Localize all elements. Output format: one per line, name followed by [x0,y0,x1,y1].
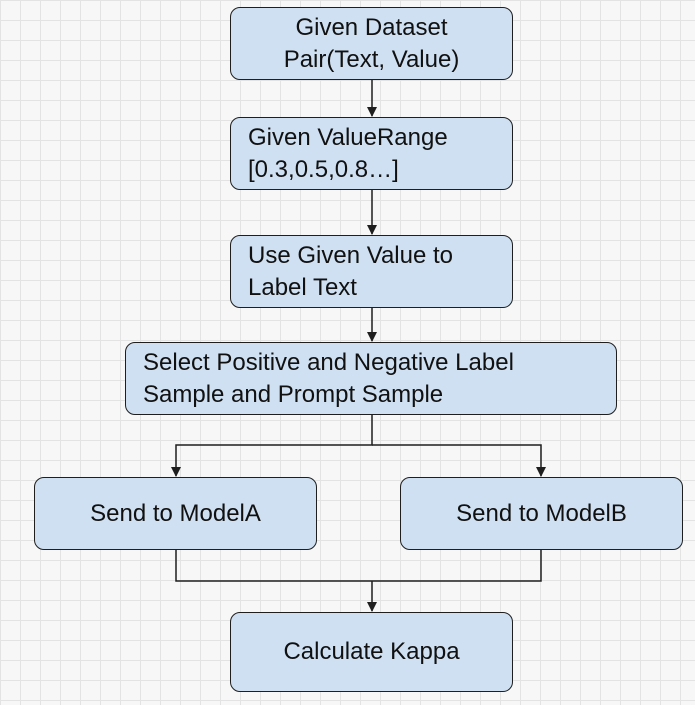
node-label-text-line2: Label Text [248,273,357,301]
node-select-samples-line1: Select Positive and Negative Label [143,348,514,376]
node-label-text-line1: Use Given Value to [248,241,453,269]
arrow-models-merge [175,550,542,582]
arrow-select-to-model-b [372,444,546,477]
node-label-text[interactable]: Use Given Value to Label Text [230,235,513,308]
node-send-to-model-a[interactable]: Send to ModelA [34,477,317,550]
node-send-to-model-b-label: Send to ModelB [456,499,627,527]
node-given-dataset-line1: Given Dataset [295,13,448,41]
node-select-samples-line2: Sample and Prompt Sample [143,380,444,408]
node-calculate-kappa-label: Calculate Kappa [283,638,460,665]
node-given-value-range-line2: [0.3,0.5,0.8…] [248,155,399,183]
node-given-dataset[interactable]: Given Dataset Pair(Text, Value) [230,7,513,80]
node-given-dataset-line2: Pair(Text, Value) [283,45,460,73]
node-given-value-range[interactable]: Given ValueRange [0.3,0.5,0.8…] [230,117,513,190]
node-calculate-kappa[interactable]: Calculate Kappa [230,612,513,692]
node-send-to-model-a-label: Send to ModelA [90,499,261,527]
node-given-value-range-line1: Given ValueRange [248,123,448,151]
node-send-to-model-b[interactable]: Send to ModelB [400,477,683,550]
arrow-select-to-model-a [171,415,373,477]
node-select-samples[interactable]: Select Positive and Negative Label Sampl… [125,342,617,415]
